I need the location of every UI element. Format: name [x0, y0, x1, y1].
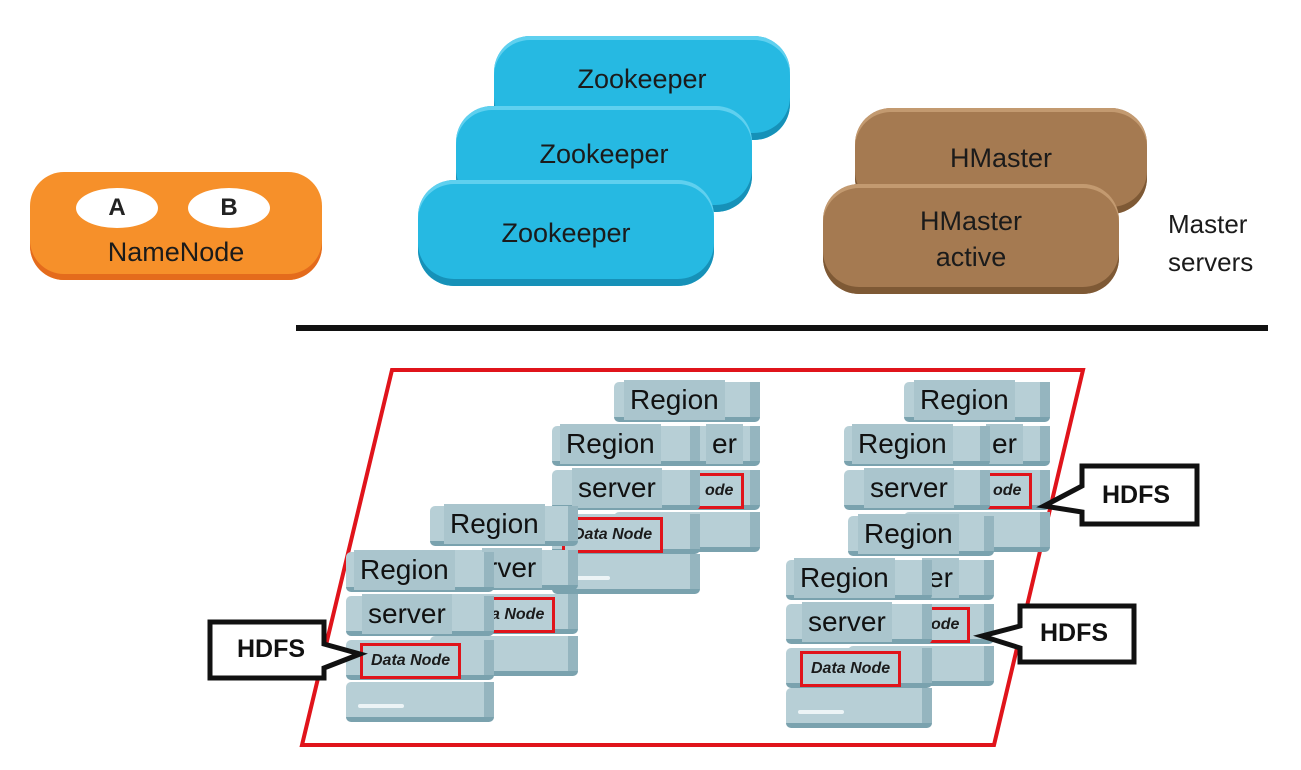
server-stack: Region server	[844, 424, 990, 556]
data-node-label: ode	[694, 473, 745, 509]
region-label: Region	[444, 504, 545, 544]
data-node-label: Data Node	[800, 651, 902, 687]
server-label: server	[802, 602, 892, 642]
region-label: Region	[794, 558, 895, 598]
hdfs-label: HDFS	[1102, 481, 1171, 509]
region-label: Region	[858, 514, 959, 554]
hmaster-label: HMaster	[949, 143, 1052, 173]
server-stack: Region server Data Node	[786, 558, 932, 728]
namenode-label: NameNode	[107, 237, 245, 267]
server-label: server	[572, 468, 662, 508]
servers-label: servers	[1168, 247, 1254, 277]
zookeeper-label: Zookeeper	[577, 64, 707, 94]
data-node-label: Data Node	[562, 517, 664, 553]
region-label: Region	[560, 424, 661, 464]
region-label: Region	[354, 550, 455, 590]
namenode-node: NameNode	[30, 172, 322, 280]
zookeeper-label: Zookeeper	[539, 139, 669, 169]
hmaster-node-active: HMaster active	[823, 184, 1119, 294]
hdfs-callout-right	[973, 603, 1137, 665]
hdfs-label: HDFS	[1040, 619, 1109, 647]
hdfs-callout-top	[1036, 463, 1200, 527]
server-label: er	[706, 424, 743, 464]
server-label: server	[362, 594, 452, 634]
region-label: Region	[624, 380, 725, 420]
hmaster-label: HMaster	[919, 206, 1022, 236]
region-label: Region	[914, 380, 1015, 420]
data-node-label: Data Node	[360, 643, 462, 679]
master-servers-label: Master servers	[1168, 205, 1253, 281]
zookeeper-label: Zookeeper	[501, 218, 631, 248]
hdfs-label: HDFS	[237, 635, 306, 663]
server-label: er	[986, 424, 1023, 464]
divider-line	[296, 325, 1268, 331]
zookeeper-node-front: Zookeeper	[418, 180, 714, 286]
hmaster-active-label: active	[935, 242, 1007, 272]
master-label: Master	[1168, 209, 1248, 239]
hdfs-callout-left	[207, 619, 368, 681]
server-label: server	[864, 468, 954, 508]
region-label: Region	[852, 424, 953, 464]
namenode-slot-b: B	[188, 188, 270, 228]
server-stack: Region server Data Node	[346, 550, 494, 722]
data-node-label: ode	[920, 607, 971, 643]
namenode-slot-a: A	[76, 188, 158, 228]
